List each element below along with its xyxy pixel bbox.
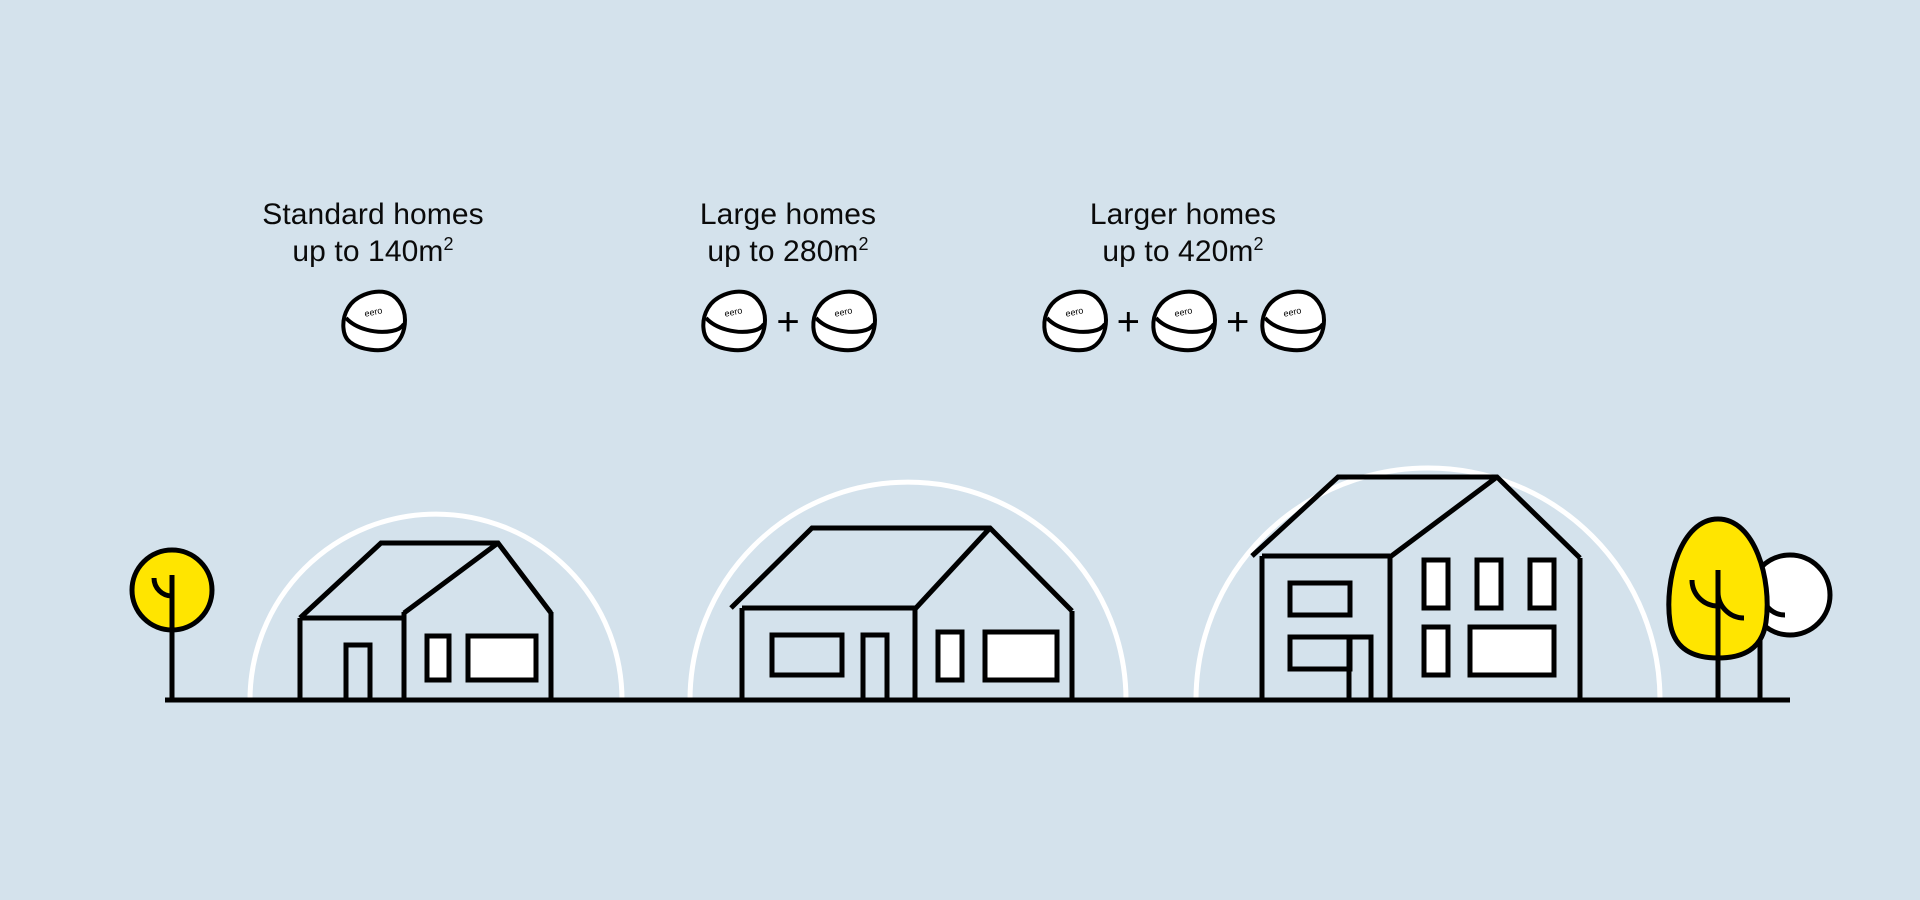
coverage-arc-house-large bbox=[1193, 465, 1663, 703]
eero-device-icon: eero bbox=[811, 289, 877, 353]
house-large-wing-window-lower bbox=[1287, 634, 1353, 672]
house-small bbox=[297, 540, 554, 703]
house-small-wing-body bbox=[297, 615, 404, 700]
eero-device-icon: eero bbox=[1042, 289, 1108, 353]
house-medium-roof bbox=[729, 525, 1074, 613]
eero-device-icon: eero bbox=[341, 289, 407, 353]
tree-right-yellow-branch-right bbox=[1715, 591, 1745, 621]
group-large-title: Large homes up to 280m2 bbox=[668, 196, 908, 270]
house-large-window-lower-narrow bbox=[1421, 624, 1451, 678]
eero-device-wordmark: eero bbox=[364, 305, 384, 319]
house-large bbox=[1250, 474, 1583, 703]
eero-device-icon: eero bbox=[701, 289, 768, 353]
eero-device-wordmark: eero bbox=[1174, 305, 1194, 319]
group-large: Large homes up to 280m2 eero + eero bbox=[668, 196, 908, 356]
house-medium bbox=[729, 525, 1075, 703]
house-small-window-wide bbox=[465, 633, 539, 683]
house-large-wing-door bbox=[1346, 634, 1374, 703]
group-large-title-line2: up to 280m2 bbox=[668, 233, 908, 270]
house-small-door bbox=[343, 642, 373, 703]
group-standard: Standard homes up to 140m2 eero bbox=[253, 196, 493, 356]
group-large-devices: eero + eero bbox=[668, 284, 908, 356]
group-large-title-line1: Large homes bbox=[699, 198, 877, 231]
eero-device-wordmark: eero bbox=[724, 305, 744, 319]
group-standard-title: Standard homes up to 140m2 bbox=[253, 196, 493, 270]
device-plus-separator: + bbox=[1116, 300, 1140, 344]
house-medium-door bbox=[860, 632, 890, 703]
group-larger-area: up to 420m bbox=[1102, 235, 1254, 268]
eero-device-wordmark: eero bbox=[833, 305, 853, 319]
house-large-window-lower-wide bbox=[1467, 624, 1557, 678]
group-larger-area-sup: 2 bbox=[1253, 234, 1264, 254]
house-small-roof bbox=[298, 540, 553, 620]
house-large-window-upper-3 bbox=[1527, 557, 1557, 611]
house-large-window-upper-2 bbox=[1474, 557, 1504, 611]
house-medium-main-body bbox=[912, 609, 1075, 700]
house-large-main-body bbox=[1387, 557, 1583, 700]
device-plus-separator: + bbox=[1226, 300, 1250, 344]
tree-right-yellow-branch-left bbox=[1689, 579, 1719, 609]
group-larger-title: Larger homes up to 420m2 bbox=[1063, 196, 1303, 270]
house-small-window-narrow bbox=[424, 633, 452, 683]
house-medium-window-outline bbox=[769, 632, 845, 678]
group-standard-devices: eero bbox=[253, 284, 493, 356]
eero-device-wordmark: eero bbox=[1283, 305, 1303, 319]
house-small-roof-ridge-right bbox=[402, 540, 500, 616]
house-large-roof bbox=[1250, 474, 1582, 560]
coverage-arc-house-small bbox=[247, 511, 625, 703]
house-medium-window-narrow bbox=[935, 629, 965, 683]
device-plus-separator: + bbox=[776, 300, 800, 344]
group-standard-title-line1: Standard homes bbox=[262, 198, 484, 231]
group-larger-title-line2: up to 420m2 bbox=[1063, 233, 1303, 270]
group-larger-devices: eero + eero + eero bbox=[1001, 284, 1365, 356]
group-large-area: up to 280m bbox=[707, 235, 859, 268]
tree-right-yellow bbox=[1666, 516, 1770, 700]
coverage-arcs bbox=[247, 465, 1663, 703]
eero-device-icon: eero bbox=[1260, 289, 1327, 353]
house-small-main-body bbox=[401, 612, 554, 700]
house-medium-roof-ridge-right bbox=[913, 526, 992, 611]
group-larger-title-line1: Larger homes bbox=[1089, 198, 1277, 231]
group-large-area-sup: 2 bbox=[858, 234, 869, 254]
house-large-window-upper-1 bbox=[1421, 557, 1451, 611]
eero-device-wordmark: eero bbox=[1064, 305, 1084, 319]
coverage-arc-house-medium bbox=[687, 479, 1129, 703]
group-standard-area: up to 140m bbox=[292, 235, 444, 268]
tree-left-yellow bbox=[129, 547, 215, 700]
tree-left-yellow-branch bbox=[151, 577, 173, 599]
house-large-roof-ridge-right bbox=[1388, 474, 1499, 560]
house-large-wing-body bbox=[1259, 553, 1390, 700]
group-larger: Larger homes up to 420m2 eero + eero + bbox=[1042, 196, 1327, 356]
house-medium-window-wide bbox=[982, 629, 1060, 683]
house-large-wing-window-upper bbox=[1287, 580, 1353, 618]
house-medium-wing-body bbox=[739, 605, 915, 700]
eero-device-icon: eero bbox=[1151, 289, 1217, 353]
group-standard-title-line2: up to 140m2 bbox=[253, 233, 493, 270]
group-standard-area-sup: 2 bbox=[443, 234, 454, 254]
